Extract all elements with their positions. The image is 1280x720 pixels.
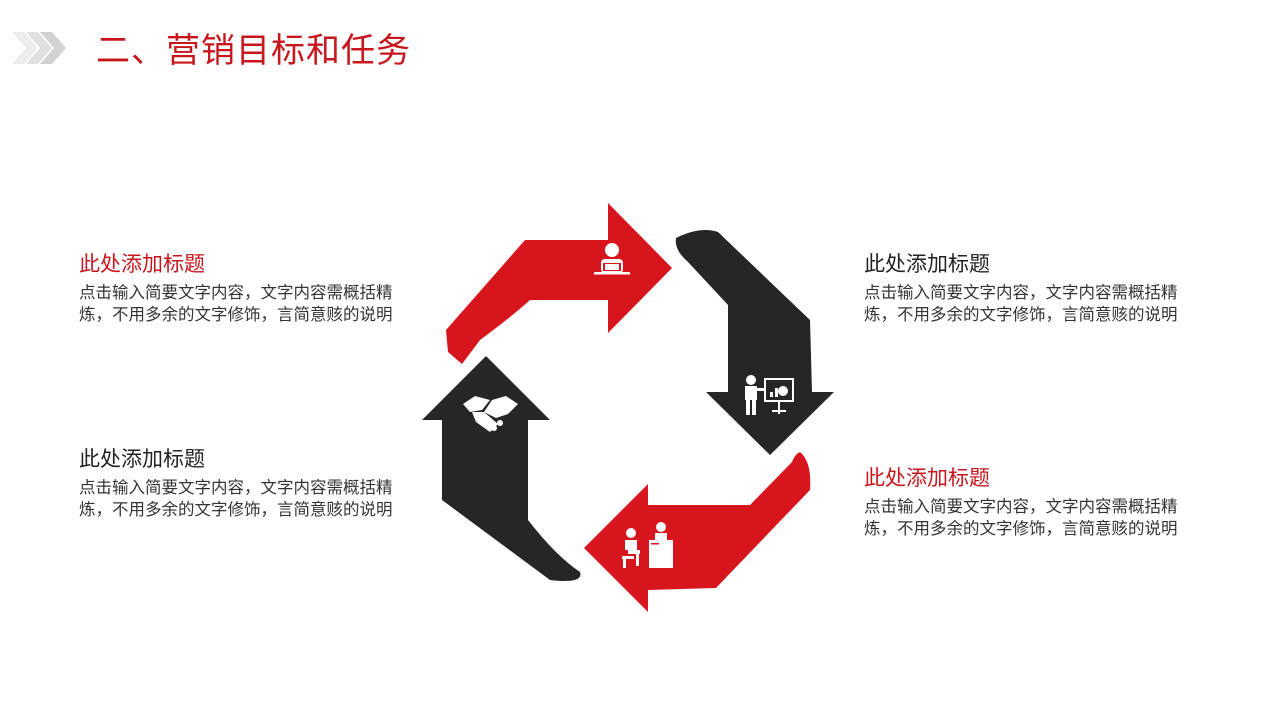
cycle-arrow-bottom xyxy=(584,452,811,612)
block-heading: 此处添加标题 xyxy=(864,466,990,490)
triple-chevron-icon xyxy=(12,32,66,64)
handshake-icon xyxy=(463,396,518,432)
block-body: 点击输入简要文字内容，文字内容需概括精炼，不用多余的文字修饰，言简意赅的说明 xyxy=(79,283,393,324)
text-block-top-left: 此处添加标题 点击输入简要文字内容，文字内容需概括精炼，不用多余的文字修饰，言简… xyxy=(79,250,409,326)
page-title: 二、营销目标和任务 xyxy=(96,31,411,71)
block-heading: 此处添加标题 xyxy=(79,252,205,276)
text-block-top-right: 此处添加标题 点击输入简要文字内容，文字内容需概括精炼，不用多余的文字修饰，言简… xyxy=(864,250,1194,326)
block-body: 点击输入简要文字内容，文字内容需概括精炼，不用多余的文字修饰，言简意赅的说明 xyxy=(79,478,393,519)
block-body: 点击输入简要文字内容，文字内容需概括精炼，不用多余的文字修饰，言简意赅的说明 xyxy=(864,283,1178,324)
cycle-arrow-right xyxy=(675,230,834,455)
cycle-arrow-left xyxy=(422,356,581,581)
cycle-arrow-top xyxy=(446,203,672,364)
text-block-bottom-left: 此处添加标题 点击输入简要文字内容，文字内容需概括精炼，不用多余的文字修饰，言简… xyxy=(79,445,409,521)
block-body: 点击输入简要文字内容，文字内容需概括精炼，不用多余的文字修饰，言简意赅的说明 xyxy=(864,497,1178,538)
person-laptop-icon xyxy=(594,243,630,275)
block-heading: 此处添加标题 xyxy=(79,447,205,471)
desk-meeting-icon xyxy=(622,522,673,568)
presenter-board-icon xyxy=(745,375,794,415)
block-heading: 此处添加标题 xyxy=(864,252,990,276)
text-block-bottom-right: 此处添加标题 点击输入简要文字内容，文字内容需概括精炼，不用多余的文字修饰，言简… xyxy=(864,464,1194,540)
